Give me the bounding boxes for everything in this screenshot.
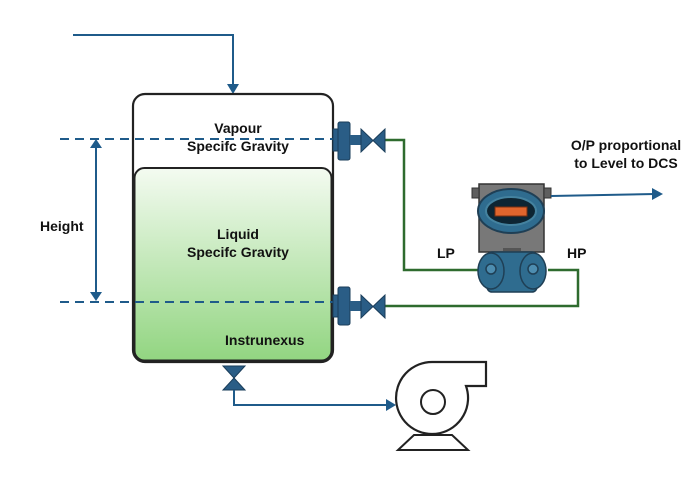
vapour-label-line2: Specifc Gravity: [187, 138, 289, 154]
watermark-label: Instrunexus: [225, 332, 305, 348]
output-signal-line: [550, 188, 663, 200]
output-label-line2: to Level to DCS: [574, 155, 678, 171]
arrow-right-icon: [386, 399, 396, 411]
arrow-up-icon: [90, 139, 102, 148]
lower-nozzle: [332, 286, 362, 326]
upper-nozzle: [332, 121, 362, 161]
drain-gate-valve-icon[interactable]: [221, 365, 247, 391]
centrifugal-pump-icon[interactable]: [394, 360, 488, 451]
impulse-lines: [384, 138, 580, 308]
liquid-region: [133, 167, 333, 362]
vapour-label-line1: Vapour: [214, 120, 262, 136]
output-label-line1: O/P proportional: [570, 137, 682, 153]
liquid-label: Liquid Specifc Gravity: [168, 225, 308, 261]
liquid-label-line1: Liquid: [217, 226, 259, 242]
hp-label: HP: [567, 245, 587, 261]
height-dimension: [90, 139, 102, 301]
lp-label: LP: [437, 245, 455, 261]
dp-transmitter-icon[interactable]: [471, 183, 552, 293]
liquid-label-line2: Specifc Gravity: [187, 244, 289, 260]
vapour-label: Vapour Specifc Gravity: [173, 119, 303, 155]
pump-suction-line: [233, 390, 396, 411]
upper-gate-valve-icon[interactable]: [360, 127, 386, 154]
output-arrow-icon: [652, 188, 663, 200]
hp-impulse-line: [384, 268, 580, 308]
vessel: [131, 92, 335, 364]
reference-lines: [60, 138, 340, 303]
transmitter-display: [494, 206, 528, 217]
output-label: O/P proportional to Level to DCS: [558, 136, 694, 172]
lower-gate-valve-icon[interactable]: [360, 293, 386, 320]
lp-impulse-line: [384, 138, 478, 272]
arrow-down-icon: [90, 292, 102, 301]
inlet-arrow-icon: [227, 84, 239, 94]
inlet-pipe: [73, 34, 239, 94]
height-label: Height: [40, 218, 84, 234]
